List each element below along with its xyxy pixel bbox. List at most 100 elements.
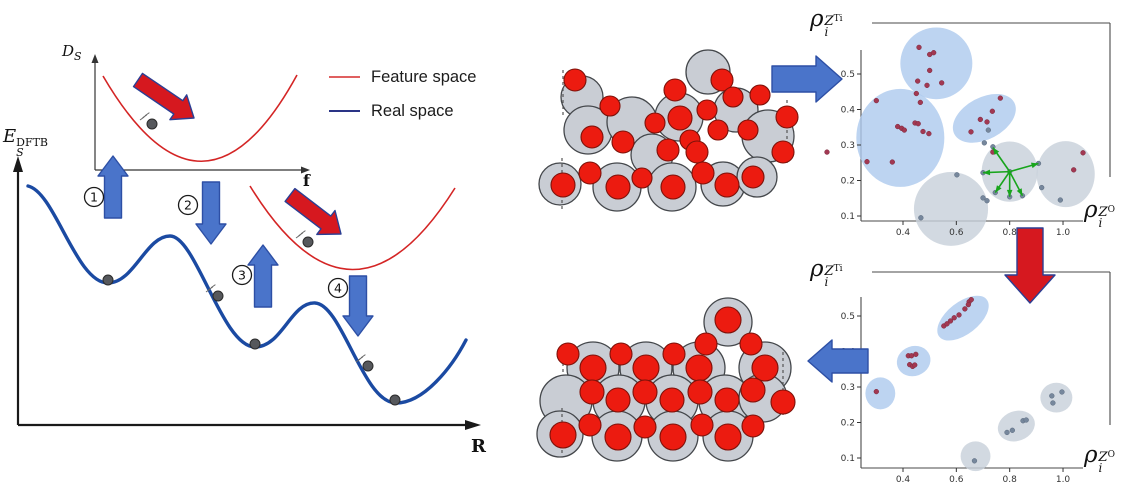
o-atom [659,423,687,451]
real-space-line-swatch [329,110,360,112]
o-atom [740,377,766,403]
data-point-red [917,99,923,106]
featurespace-to-structure-arrow [807,339,869,383]
o-atom [741,414,765,438]
data-point-gray [981,140,987,146]
state-ball [362,360,374,372]
o-atom [694,332,718,356]
o-atom [691,161,715,185]
legend-item-real-space: Real space [329,94,476,128]
data-point-red [916,44,922,51]
data-point-red [968,297,974,303]
descent-arrow-2 [284,187,342,236]
cluster-ellipse-gray [913,171,989,246]
real-space-curve [26,184,468,405]
step-number-circle-2 [177,194,199,216]
data-point-gray [971,458,978,464]
data-point-red [989,108,995,114]
neighbor-arrowhead [1006,189,1013,197]
cluster-ellipse-gray [1040,382,1073,413]
step-arrow-4-down [342,275,374,337]
coordinate-axis-arrowhead [465,420,481,430]
o-atom [714,172,740,198]
descent-arrow-1 [132,72,195,121]
o-atom [687,379,713,405]
o-atom [775,105,799,129]
data-point-gray [1023,417,1029,423]
step-number-circle-1 [83,186,105,208]
coordinate-axis-label: R [471,436,486,457]
y-tick-label: 0.5 [841,70,855,80]
motion-marks [360,354,366,359]
o-atom [739,332,763,356]
data-point-red [951,315,957,321]
step-number-3: 3 [238,267,246,282]
data-point-red [939,80,945,86]
o-atom [737,119,759,141]
o-atom [631,167,653,189]
o-atom [563,68,587,92]
data-point-red [864,159,870,165]
o-atom [578,413,602,437]
cluster-ellipse-gray [960,441,991,472]
data-point-red [913,90,919,97]
data-point-gray [1039,184,1045,191]
cluster-ellipse-blue [865,377,896,410]
y-tick-label: 0.4 [841,106,856,116]
o-atom [741,165,765,189]
o-atom [696,99,718,121]
data-point-gray [1059,389,1065,395]
o-atom [685,354,713,382]
neighbor-arrowhead [992,147,1000,155]
y-tick-label: 0.5 [841,312,855,322]
feature-space-curve-1 [102,74,298,162]
x-tick-label: 0.6 [949,228,964,238]
state-ball [302,236,314,248]
step-number-4: 4 [334,280,342,295]
data-point-red [915,121,921,127]
state-ball [146,118,158,130]
data-point-red [913,351,919,357]
inset-feature-axis-label: f [303,171,310,190]
data-point-gray [985,127,991,133]
o-atom [580,125,604,149]
data-point-red [873,388,879,395]
state-ball [389,394,401,406]
cluster-ellipse-gray [1036,141,1095,208]
step-number-1: 1 [90,189,98,204]
data-point-red [1080,150,1086,156]
data-point-gray [1009,427,1015,433]
data-point-gray [1057,197,1064,203]
data-point-red [1071,167,1077,173]
o-atom [662,342,686,366]
o-atom [579,354,607,382]
data-point-gray [980,195,986,201]
step-number-2: 2 [184,197,192,212]
data-point-red [924,82,930,89]
o-atom [599,95,621,117]
inset-distance-axis-label: DS [62,42,82,63]
step-arrow-2-down [195,181,227,245]
step-arrow-1-up [97,155,129,219]
data-point-gray [918,215,924,221]
o-atom [771,140,795,164]
y-tick-label: 0.3 [841,383,855,393]
data-point-red [947,318,954,324]
o-atom [659,387,685,413]
step-number-circle-3 [231,264,253,286]
cluster-ellipse-blue [896,345,931,377]
o-atom [604,423,632,451]
x-tick-label: 0.4 [896,228,911,238]
inset-feature-axis-arrowhead [301,166,310,174]
o-atom [685,140,709,164]
o-atom [749,84,771,106]
data-point-gray [1050,400,1056,406]
step-arrow-3-up [247,244,279,308]
o-atom [579,379,605,405]
cluster-ellipse-blue [937,295,989,341]
data-point-red [965,301,971,308]
feature-space-line-swatch [329,76,360,78]
data-point-gray [954,172,960,178]
